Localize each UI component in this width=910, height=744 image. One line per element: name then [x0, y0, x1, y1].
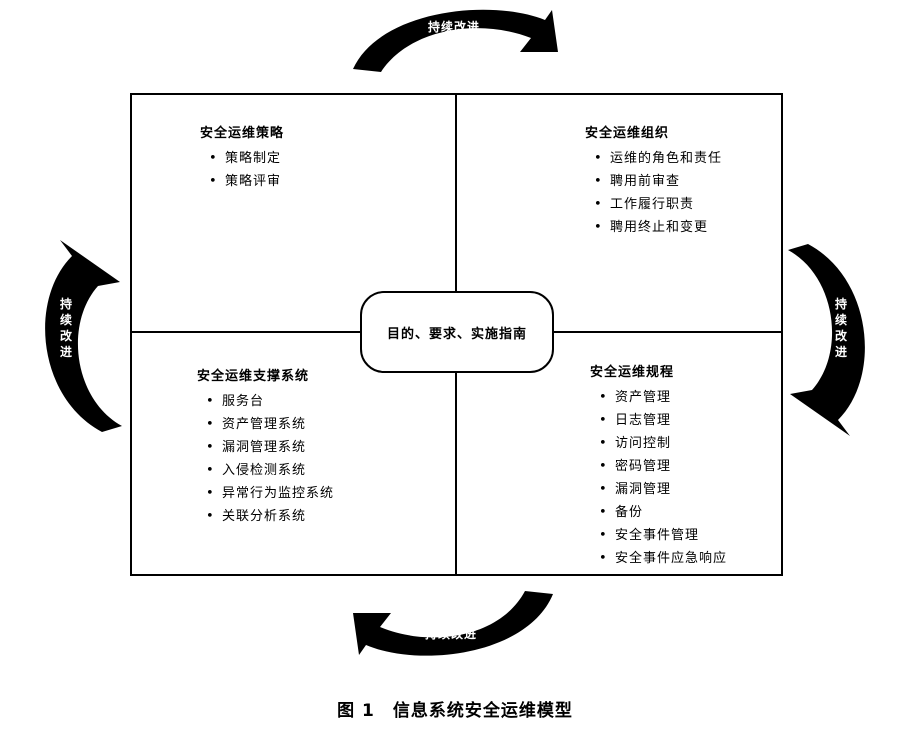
figure-title: 信息系统安全运维模型 [392, 701, 573, 721]
list-item: 聘用前审查 [594, 170, 722, 193]
quadrant-list: 服务台 资产管理系统 漏洞管理系统 入侵检测系统 异常行为监控系统 关联分析系统 [197, 390, 334, 528]
list-item: 资产管理系统 [206, 413, 334, 436]
quadrant-title: 安全运维组织 [585, 126, 670, 141]
figure-caption: 图 1 信息系统安全运维模型 [0, 696, 910, 721]
list-item: 漏洞管理系统 [206, 436, 334, 459]
quadrant-strategy: 安全运维策略 策略制定 策略评审 [200, 122, 284, 193]
list-item: 备份 [599, 501, 727, 524]
quadrant-organization: 安全运维组织 运维的角色和责任 聘用前审查 工作履行职责 聘用终止和变更 [585, 122, 722, 239]
list-item: 策略评审 [209, 170, 284, 193]
right-arrow-icon [788, 244, 865, 436]
center-goals-box: 目的、要求、实施指南 [360, 291, 554, 373]
list-item: 密码管理 [599, 455, 727, 478]
quadrant-procedures: 安全运维规程 资产管理 日志管理 访问控制 密码管理 漏洞管理 备份 安全事件管… [590, 361, 727, 570]
bottom-arrow-label: 持续改进 [425, 627, 478, 641]
quadrant-title: 安全运维规程 [590, 365, 675, 380]
list-item: 访问控制 [599, 432, 727, 455]
top-arrow-label: 持续改进 [428, 20, 481, 34]
quadrant-support-systems: 安全运维支撑系统 服务台 资产管理系统 漏洞管理系统 入侵检测系统 异常行为监控… [197, 365, 334, 528]
list-item: 日志管理 [599, 409, 727, 432]
list-item: 异常行为监控系统 [206, 482, 334, 505]
quadrant-title: 安全运维策略 [200, 126, 285, 141]
right-arrow-label: 持续改进 [834, 297, 847, 359]
list-item: 安全事件管理 [599, 524, 727, 547]
top-arrow-icon [353, 9, 558, 72]
list-item: 服务台 [206, 390, 334, 413]
list-item: 安全事件应急响应 [599, 547, 727, 570]
quadrant-list: 运维的角色和责任 聘用前审查 工作履行职责 聘用终止和变更 [585, 147, 722, 239]
left-arrow-label: 持续改进 [59, 297, 72, 359]
list-item: 关联分析系统 [206, 505, 334, 528]
list-item: 策略制定 [209, 147, 284, 170]
quadrant-list: 策略制定 策略评审 [200, 147, 284, 193]
list-item: 工作履行职责 [594, 193, 722, 216]
left-arrow-icon [45, 240, 122, 432]
list-item: 漏洞管理 [599, 478, 727, 501]
list-item: 聘用终止和变更 [594, 216, 722, 239]
bottom-arrow-icon [353, 591, 553, 656]
list-item: 入侵检测系统 [206, 459, 334, 482]
figure-number: 图 1 [337, 701, 375, 721]
quadrant-title: 安全运维支撑系统 [197, 369, 310, 384]
quadrant-list: 资产管理 日志管理 访问控制 密码管理 漏洞管理 备份 安全事件管理 安全事件应… [590, 386, 727, 570]
list-item: 运维的角色和责任 [594, 147, 722, 170]
list-item: 资产管理 [599, 386, 727, 409]
